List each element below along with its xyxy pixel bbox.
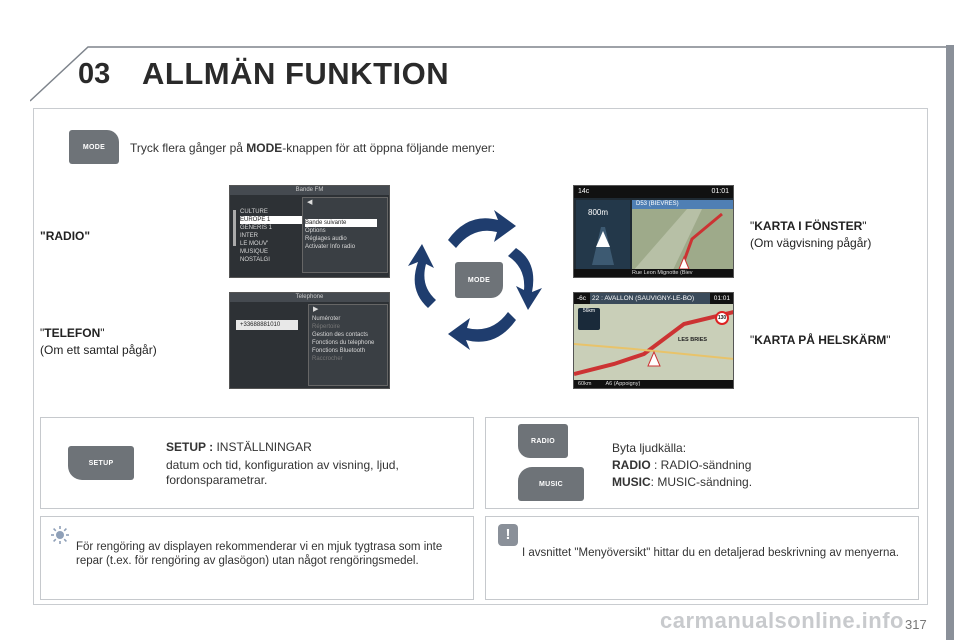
list-item: INTER bbox=[240, 233, 258, 239]
mode-button-icon: MODE bbox=[69, 130, 119, 164]
map-route-icon bbox=[632, 209, 723, 272]
map-window-status: 14c 01:01 bbox=[574, 186, 733, 198]
setup-text: SETUP : INSTÄLLNINGAR datum och tid, kon… bbox=[166, 440, 399, 487]
list-item: Répertoire bbox=[312, 324, 341, 330]
back-arrow-icon: ◀ bbox=[307, 199, 313, 206]
list-item: Numéroter bbox=[312, 316, 341, 322]
note-panel bbox=[485, 516, 919, 600]
telephone-submenu: ▶ Numéroter Répertoire Gestion des conta… bbox=[308, 304, 388, 386]
label-karta-fonster: "KARTA I FÖNSTER" (Om vägvisning pågår) bbox=[750, 219, 872, 250]
list-item: Raccrocher bbox=[312, 356, 343, 362]
forward-arrow-icon: ▶ bbox=[313, 306, 319, 313]
label-karta-helskarm: "KARTA PÅ HELSKÄRM" bbox=[750, 333, 891, 347]
radio-scrollbar bbox=[233, 210, 236, 246]
clock: 01:01 bbox=[713, 295, 730, 302]
side-bar bbox=[946, 45, 954, 640]
warning-icon: ! bbox=[498, 524, 518, 546]
full-map-route-icon bbox=[574, 310, 733, 376]
road-name: D53 (BIEVRES) bbox=[632, 200, 733, 209]
maneuver-distance: 800m bbox=[588, 208, 609, 217]
radio-station-list: CULTURE EUROPE 1 GENERIS 1 INTER LE MOUV… bbox=[240, 208, 304, 264]
list-item: Bande suivante bbox=[305, 219, 377, 227]
telephone-screen-title: Telephone bbox=[230, 293, 389, 302]
route-name: 22 : AVALLON (SAUVIGNY-LE-BO) bbox=[590, 293, 710, 304]
temperature: 14c bbox=[578, 188, 590, 195]
map-full-screen: -6c 22 : AVALLON (SAUVIGNY-LE-BO) 01:01 … bbox=[573, 292, 734, 389]
sun-tip-icon bbox=[51, 526, 69, 544]
source-text: Byta ljudkälla: RADIO : RADIO-sändning M… bbox=[612, 441, 753, 489]
setup-button-icon: SETUP bbox=[68, 446, 134, 480]
list-item: Options bbox=[305, 228, 326, 234]
list-item: EUROPE 1 bbox=[240, 216, 304, 224]
list-item: Réglages audio bbox=[305, 236, 347, 242]
chapter-number: 03 bbox=[78, 58, 111, 90]
speed-limit-sign: 130 bbox=[715, 311, 729, 325]
temperature: -6c bbox=[577, 295, 587, 302]
list-item: MUSIQUE bbox=[240, 249, 269, 255]
map-full-bottom: 60km A6 (Appoigny) bbox=[574, 380, 733, 388]
phone-number: +33688881010 bbox=[236, 320, 298, 330]
mode-center-button: MODE bbox=[455, 262, 503, 298]
telephone-screen: Telephone +33688881010 ▶ Numéroter Réper… bbox=[229, 292, 390, 389]
tip-panel bbox=[40, 516, 474, 600]
radio-submenu: ◀ Bande suivante Options Réglages audio … bbox=[302, 197, 388, 273]
content-frame bbox=[33, 108, 928, 605]
list-item: LE MOUV' bbox=[240, 241, 269, 247]
place-name: LES BRIES bbox=[678, 337, 708, 343]
map-window-map: D53 (BIEVRES) bbox=[632, 200, 733, 272]
note-text: I avsnittet "Menyöversikt" hittar du en … bbox=[522, 547, 899, 559]
watermark: carmanualsonline.info bbox=[660, 608, 904, 633]
list-item: CULTURE bbox=[240, 209, 268, 215]
tip-text: För rengöring av displayen rekommenderar… bbox=[76, 541, 443, 567]
label-telefon: "TELEFON" (Om ett samtal pågår) bbox=[40, 326, 157, 357]
clock: 01:01 bbox=[711, 188, 729, 195]
list-item: GENERIS 1 bbox=[240, 225, 273, 231]
label-radio: "RADIO" bbox=[40, 229, 91, 243]
radio-screen-title: Bande FM bbox=[230, 186, 389, 195]
cycle-arrows-icon bbox=[408, 210, 542, 350]
list-item: NOSTALGI bbox=[240, 257, 270, 263]
list-item: Activater Info radio bbox=[305, 244, 356, 250]
list-item: Gestion des contacts bbox=[312, 332, 369, 338]
chapter-header-frame bbox=[30, 46, 946, 102]
map-window-screen: 14c 01:01 800m D53 (BIEVRES) Rue Leon Mi… bbox=[573, 185, 734, 278]
map-window-guidance: 800m bbox=[576, 200, 630, 272]
map-full-status: -6c 22 : AVALLON (SAUVIGNY-LE-BO) 01:01 bbox=[574, 293, 733, 304]
page-number: 317 bbox=[905, 617, 927, 632]
radio-screen: Bande FM CULTURE EUROPE 1 GENERIS 1 INTE… bbox=[229, 185, 390, 278]
page-title: ALLMÄN FUNKTION bbox=[142, 56, 450, 91]
music-button-icon: MUSIC bbox=[518, 467, 584, 501]
radio-button-icon: RADIO bbox=[518, 424, 568, 458]
list-item: Fonctions du telephone bbox=[312, 340, 375, 346]
lane-guidance-icon bbox=[592, 227, 614, 265]
mode-intro: Tryck flera gånger på MODE-knappen för a… bbox=[130, 141, 496, 155]
turn-indicator: 56km bbox=[578, 308, 600, 330]
list-item: Fonctions Bluetooth bbox=[312, 348, 366, 354]
street-name: Rue Leon Mignotte (Biev bbox=[574, 269, 733, 277]
